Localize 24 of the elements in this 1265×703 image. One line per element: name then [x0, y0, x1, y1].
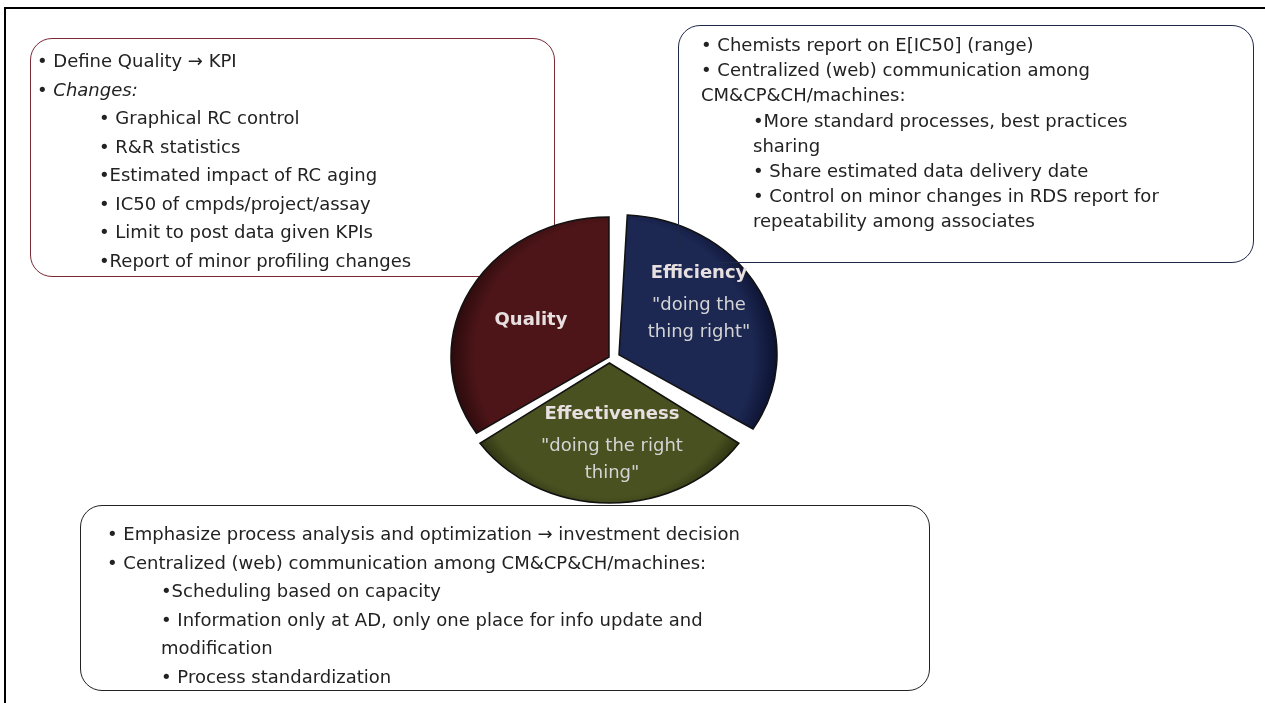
bullet-item: •Scheduling based on capacity — [161, 579, 442, 603]
bullet-item: •Report of minor profiling changes — [99, 248, 413, 273]
slice-subtitle: "doing the thing right" — [646, 292, 752, 343]
bullet-item: • Chemists report on E[IC50] (range) — [701, 33, 1035, 57]
bullet-item: • R&R statistics — [99, 134, 242, 159]
bullet-item: • Limit to post data given KPIs — [99, 220, 374, 244]
bullet-item: • Graphical RC control — [99, 106, 301, 130]
slice-title: Quality — [493, 308, 569, 330]
bullet-item: • Information only at AD, only one place for info update and modification — [161, 607, 704, 660]
bullet-item: • Define Quality → KPI — [37, 49, 238, 73]
bullet-item: •Estimated impact of RC aging — [99, 163, 379, 187]
bullet-item: • Emphasize process analysis and optimization → investment decision — [107, 522, 741, 546]
bullet-item: •More standard processes, best practices sharing — [753, 108, 1129, 158]
bullet-item: • IC50 of cmpds/project/assay — [99, 191, 372, 216]
bullet-item: • Changes: — [37, 77, 139, 102]
slice-subtitle: "doing the right thing" — [540, 433, 684, 484]
bullet-item: • Centralized (web) communication among CM&CP&CH/machines: — [107, 550, 708, 575]
slice-title: Effectiveness — [543, 402, 681, 424]
bullet-item: • Process standardization — [161, 664, 393, 689]
bullet-item: • Centralized (web) communication among CM&CP&CH/machines: — [701, 58, 1091, 108]
bullet-item: • Share estimated data delivery date — [753, 159, 1090, 183]
slice-title: Efficiency — [649, 261, 749, 283]
bullet-item: • Control on minor changes in RDS report for repeatability among associates — [753, 184, 1160, 234]
text-box — [80, 505, 930, 691]
